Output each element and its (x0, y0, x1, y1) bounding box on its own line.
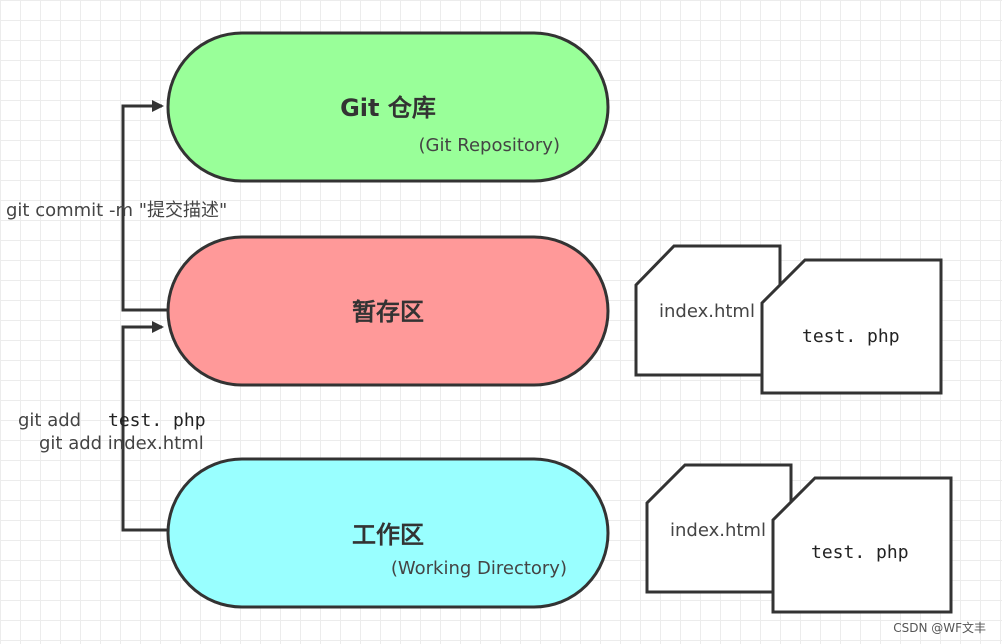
working-file-php-icon (771, 476, 953, 614)
repository-stage: Git 仓库 (Git Repository) (166, 31, 610, 183)
staging-title: 暂存区 (352, 298, 424, 326)
staging-stage: 暂存区 (166, 235, 610, 387)
working-subtitle: (Working Directory) (391, 558, 567, 579)
working-files: index.html test. php (645, 463, 953, 614)
repository-node (166, 31, 610, 183)
staged-file-php-label: test. php (802, 326, 900, 347)
staging-node (166, 235, 610, 387)
repository-title: Git 仓库 (340, 94, 436, 122)
staged-file-index-icon (634, 244, 782, 377)
working-file-index-icon (645, 463, 793, 594)
working-stage: 工作区 (Working Directory) (166, 457, 610, 609)
add-arrow (121, 321, 168, 532)
add-command-line-2: git add index.html (39, 433, 204, 454)
staged-file-php-icon (760, 258, 943, 395)
working-file-index-label: index.html (670, 520, 766, 541)
working-node (166, 457, 610, 609)
add-command-prefix: git add (18, 410, 81, 431)
staged-file-index-label: index.html (659, 301, 755, 322)
working-title: 工作区 (352, 521, 424, 549)
commit-arrow (121, 100, 168, 312)
staged-files: index.html test. php (634, 244, 943, 395)
watermark: CSDN @WF文丰 (893, 620, 986, 635)
working-file-php-label: test. php (811, 542, 909, 563)
add-command-file-1: test. php (108, 410, 206, 431)
commit-command-label: git commit -m "提交描述" (6, 200, 227, 221)
repository-subtitle: (Git Repository) (419, 135, 561, 156)
